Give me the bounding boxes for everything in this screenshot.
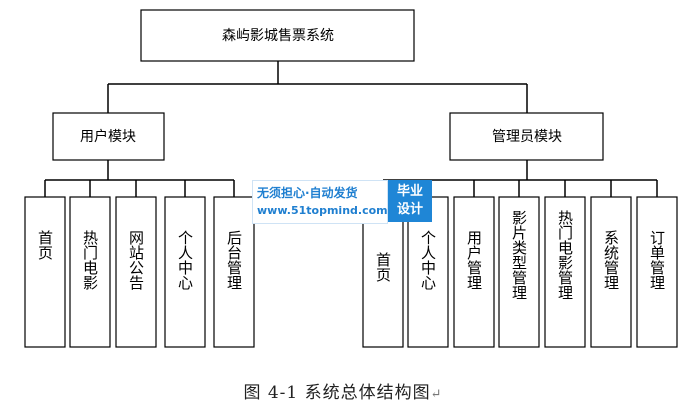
watermark-line1: 无须担心·自动发货 [257,186,358,200]
watermark-banner: 无须担心·自动发货 www.51topmind.com 毕业 设计 [252,180,432,224]
user-leaf-label: 热门电影 [81,230,99,290]
user-leaf: 首页 [24,196,66,348]
user-leaf: 热门电影 [69,196,111,348]
admin-module-label: 管理员模块 [492,129,562,145]
watermark-badge: 毕业 设计 [388,180,432,222]
admin-leaf: 系统管理 [590,196,632,348]
admin-leaf: 影片类型管理 [498,196,540,348]
admin-leaf-label: 用户管理 [465,230,483,290]
user-leaf: 个人中心 [164,196,206,348]
user-leaf: 网站公告 [115,196,157,348]
admin-leaf: 个人中心 [407,196,449,348]
watermark-badge-line1: 毕业 [396,184,423,199]
user-module-label: 用户模块 [80,128,136,145]
root-label: 森屿影城售票系统 [222,28,334,44]
return-mark-icon: ↵ [430,387,443,402]
user-leaf-label: 后台管理 [225,230,243,290]
admin-leaf-label: 热门电影管理 [556,210,574,300]
system-structure-diagram: 森屿影城售票系统 用户模块 管理员模块 首页 热门电影 网站公告 个人中心 后台… [24,9,678,348]
watermark-badge-line2: 设计 [396,202,423,217]
user-leaf-label: 网站公告 [127,230,145,290]
figure-caption-text: 图 4-1 系统总体结构图 [243,383,431,403]
admin-leaf-label: 首页 [374,252,392,282]
admin-leaf-label: 订单管理 [648,230,666,290]
watermark-text-box: 无须担心·自动发货 www.51topmind.com [252,180,388,224]
watermark-line2: www.51topmind.com [257,204,388,217]
admin-leaf-label: 个人中心 [419,230,437,290]
user-leaf-label: 个人中心 [176,230,194,290]
admin-leaf-label: 影片类型管理 [510,210,528,300]
admin-leaf: 用户管理 [453,196,495,348]
user-module-node: 用户模块 [52,112,165,161]
admin-leaf: 热门电影管理 [544,196,586,348]
user-leaf-label: 首页 [36,230,54,260]
figure-caption: 图 4-1 系统总体结构图↵ [0,378,686,403]
admin-leaf-label: 系统管理 [602,230,620,290]
root-node: 森屿影城售票系统 [140,9,415,62]
user-leaf: 后台管理 [213,196,255,348]
admin-leaf: 订单管理 [636,196,678,348]
admin-module-node: 管理员模块 [449,112,604,161]
